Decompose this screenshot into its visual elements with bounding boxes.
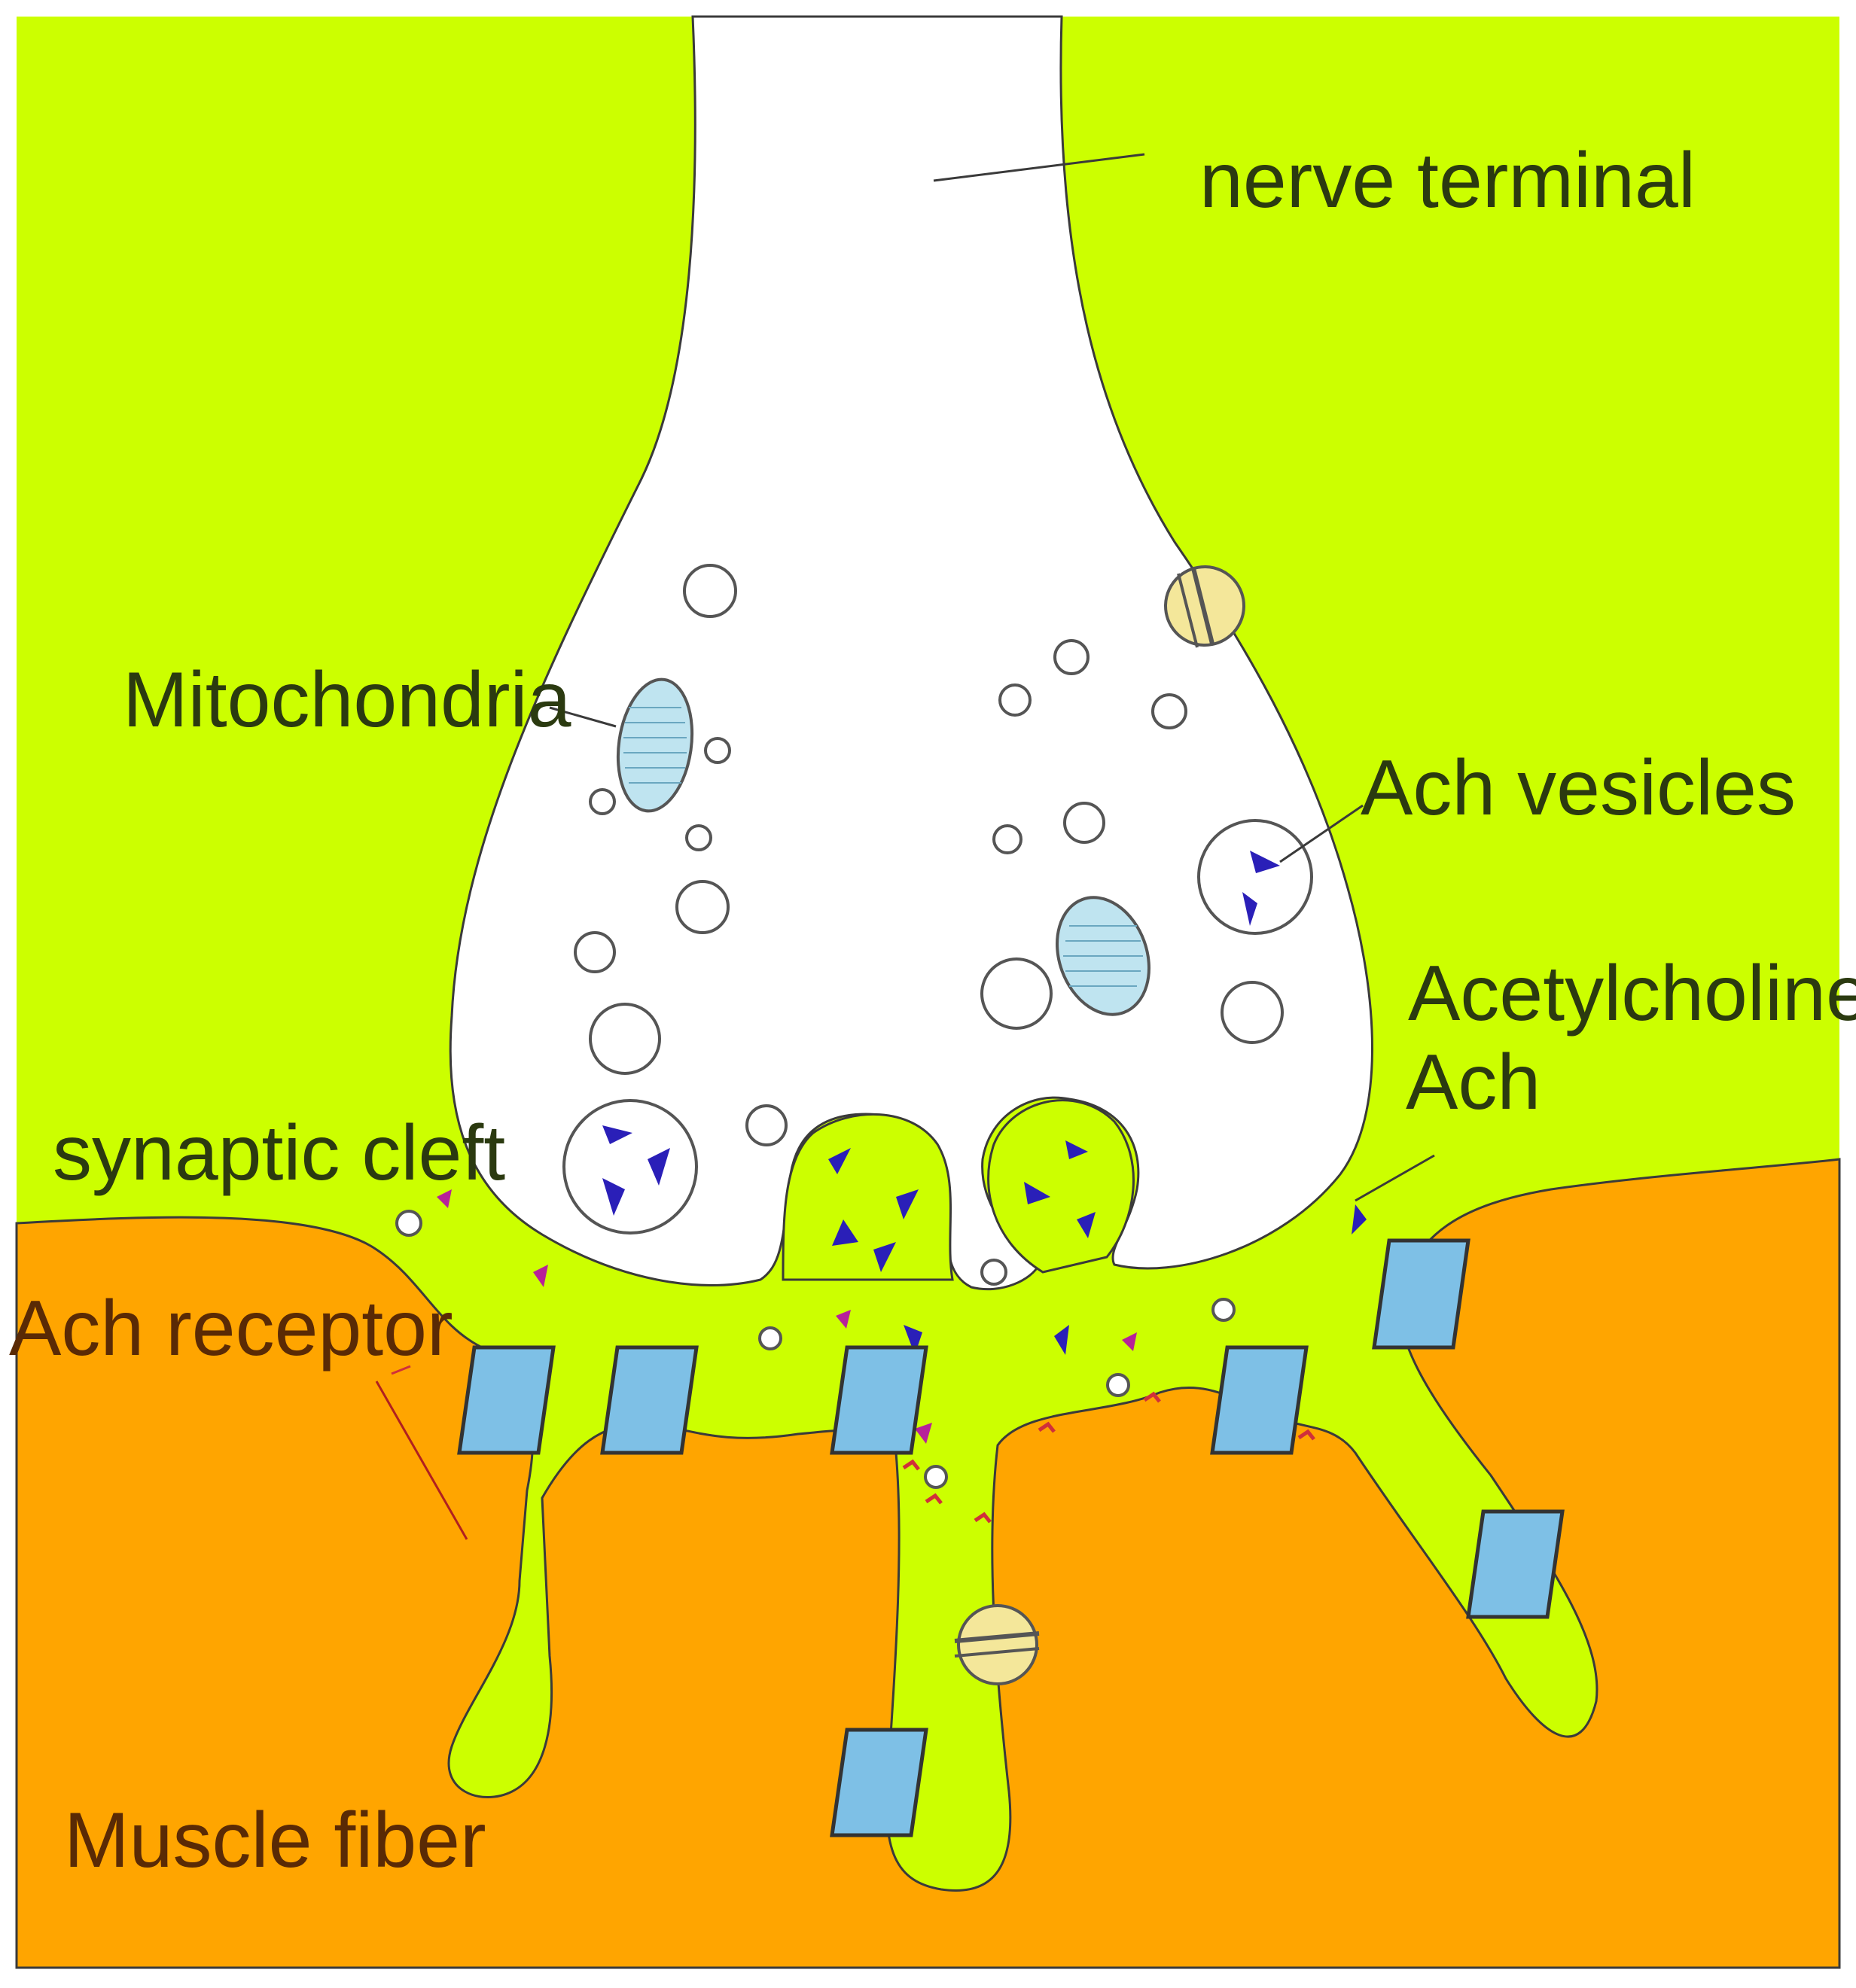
- ach-receptor: [457, 1345, 556, 1455]
- vesicle: [992, 824, 1022, 854]
- small-vesicles: [395, 564, 1284, 1489]
- exocytosis-bulb-right: [987, 1099, 1135, 1274]
- label-synaptic-cleft: synaptic cleft: [53, 1110, 505, 1197]
- vesicle: [683, 564, 737, 618]
- hydrolyzed-ach-fragments: [902, 1391, 1315, 1524]
- vesicle: [1063, 802, 1105, 844]
- ach-vesicle-large-left: [562, 1099, 698, 1235]
- label-mitochondria: Mitochondria: [123, 656, 571, 744]
- ach-receptor: [1210, 1345, 1309, 1455]
- ach-receptor: [1372, 1238, 1470, 1350]
- vesicle: [589, 1003, 661, 1075]
- label-muscle-fiber: Muscle fiber: [64, 1797, 486, 1884]
- ach-receptor: [1466, 1509, 1565, 1619]
- vesicle: [704, 737, 731, 764]
- mitochondria-leader: [549, 706, 617, 728]
- mitochondrion-left: [616, 677, 694, 813]
- ach-receptor: [830, 1345, 928, 1455]
- exocytosis-bulb-left: [782, 1113, 954, 1281]
- ach-receptors: [457, 1238, 1565, 1837]
- vesicle: [745, 1104, 788, 1146]
- vesicle: [758, 1326, 782, 1350]
- nerve-terminal-leader: [933, 153, 1145, 182]
- acetylcholine-molecules: [828, 1140, 1367, 1355]
- ach-vesicle-right: [1197, 819, 1313, 935]
- vesicle: [980, 957, 1053, 1030]
- label-nerve-terminal: nerve terminal: [1199, 137, 1696, 224]
- ion-channel-nerve: [1164, 565, 1245, 648]
- vesicle: [1151, 693, 1187, 729]
- label-ach-vesicles: Ach vesicles: [1361, 744, 1796, 832]
- ach-receptor: [830, 1728, 928, 1837]
- vesicle: [675, 880, 730, 934]
- ach-vesicles-leader: [1279, 804, 1364, 863]
- vesicle: [1221, 981, 1284, 1044]
- ach-receptor: [600, 1345, 699, 1455]
- label-acetylcholine: Acetylcholine: [1408, 950, 1856, 1037]
- vesicle: [574, 931, 616, 973]
- label-ach: Ach: [1406, 1039, 1541, 1126]
- leader-lines: [375, 153, 1435, 1540]
- vesicle: [1106, 1373, 1130, 1397]
- mitochondrion-right: [1056, 896, 1150, 1016]
- vesicle: [980, 1259, 1007, 1286]
- vesicle: [924, 1465, 948, 1489]
- ion-channel-muscle: [954, 1604, 1040, 1685]
- ach-receptor-leader: [375, 1381, 468, 1540]
- vesicle: [1053, 639, 1090, 675]
- vesicle: [685, 824, 712, 851]
- acetylcholine-leader: [1355, 1154, 1435, 1202]
- acetylcholine-bound-molecules: [437, 1189, 1137, 1444]
- vesicle: [998, 683, 1032, 717]
- ach-receptor-leader-short: [391, 1365, 411, 1375]
- label-ach-receptor: Ach receptor: [9, 1285, 453, 1372]
- vesicle: [589, 788, 616, 815]
- vesicle: [1211, 1298, 1236, 1322]
- vesicle: [395, 1210, 422, 1237]
